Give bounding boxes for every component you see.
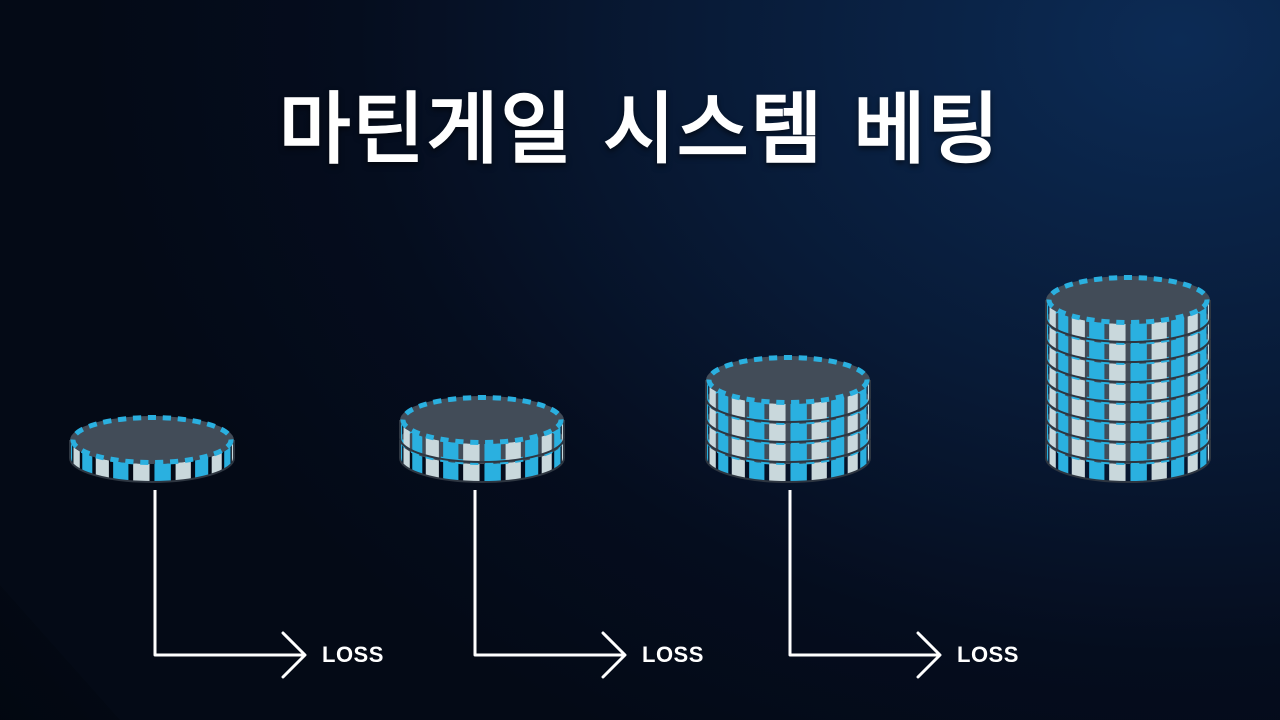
loss-arrow: [788, 490, 942, 679]
chip-stack-2: [399, 395, 565, 483]
loss-arrow: [153, 490, 307, 679]
poker-chip: [1045, 275, 1211, 343]
poker-chip: [1045, 395, 1211, 463]
chip-stack-1: [69, 415, 235, 483]
poker-chip: [399, 395, 565, 463]
loss-arrow: [473, 490, 627, 679]
loss-label: LOSS: [957, 642, 1019, 667]
loss-label: LOSS: [322, 642, 384, 667]
chip-stack-3: [705, 355, 871, 483]
chip-stack-4: [1045, 275, 1211, 483]
poker-chip: [69, 415, 235, 483]
page-title: 마틴게일 시스템 베팅: [278, 85, 1002, 175]
poker-chip: [705, 355, 871, 423]
loss-label: LOSS: [642, 642, 704, 667]
